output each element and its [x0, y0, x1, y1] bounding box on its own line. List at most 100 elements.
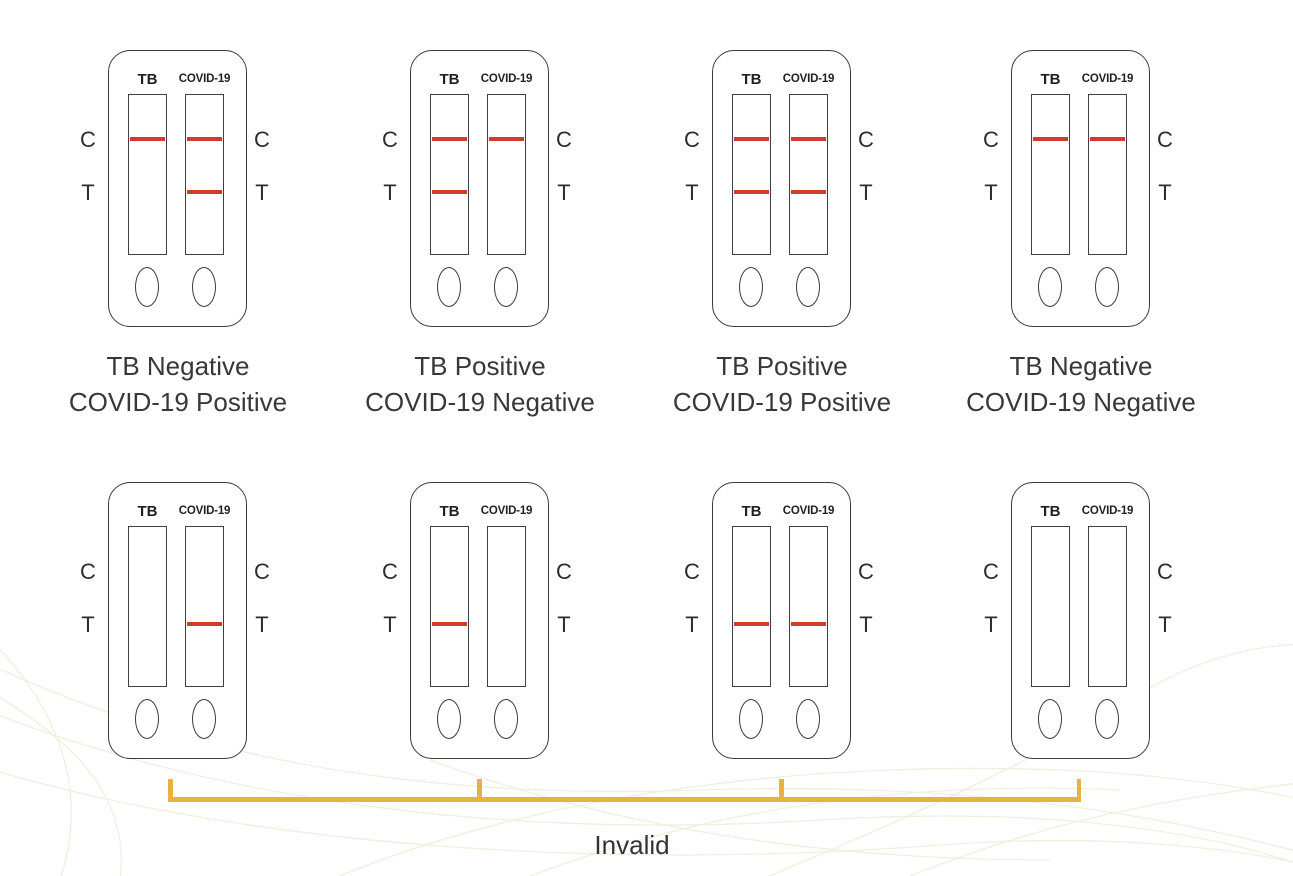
covid-sample-well-oval	[796, 267, 820, 307]
covid-sample-well-oval	[192, 699, 216, 739]
tb-test-line	[734, 190, 769, 194]
control-line-label-right: C	[556, 127, 572, 152]
tb-sample-well-oval	[437, 699, 461, 739]
test-line-label-right: T	[1158, 180, 1172, 205]
test-line-label-right: T	[255, 180, 269, 205]
tb-sample-well-oval	[437, 267, 461, 307]
tb-strip-window	[732, 526, 771, 687]
test-line-label-left: T	[685, 612, 699, 637]
invalid-group-bracket-bar	[168, 797, 1081, 802]
covid-strip-title: COVID-19	[178, 73, 231, 85]
test-line-label-left: T	[984, 612, 998, 637]
invalid-group-bracket-tick	[779, 779, 784, 798]
tb-sample-well-oval	[1038, 699, 1062, 739]
control-line-label-right: C	[254, 127, 270, 152]
covid-test-line	[187, 622, 222, 626]
covid-sample-well-oval	[1095, 267, 1119, 307]
control-line-label-left: C	[684, 559, 700, 584]
tb-strip-title: TB	[1040, 503, 1061, 520]
tb-strip-window	[128, 94, 167, 255]
tb-test-line	[432, 190, 467, 194]
test-line-label-left: T	[383, 612, 397, 637]
control-line-label-left: C	[80, 127, 96, 152]
test-line-label-left: T	[383, 180, 397, 205]
tb-sample-well-oval	[135, 267, 159, 307]
cassette-invalid-covid-t-only: TB COVID-19 C T C T	[80, 482, 270, 759]
tb-strip-title: TB	[1040, 71, 1061, 88]
cassette-tb-negative-covid-positive: TB COVID-19 C T C T TB Negative COVID-19…	[69, 50, 287, 417]
control-line-label-left: C	[684, 127, 700, 152]
tb-strip-title: TB	[741, 503, 762, 520]
result-caption: TB Negative COVID-19 Positive	[28, 348, 328, 420]
covid-control-line	[791, 137, 826, 141]
control-line-label-right: C	[858, 559, 874, 584]
tb-control-line	[1033, 137, 1068, 141]
tb-strip-window	[1031, 526, 1070, 687]
tb-strip-title: TB	[137, 71, 158, 88]
result-caption-line2: COVID-19 Negative	[966, 387, 1196, 417]
covid-control-line	[489, 137, 524, 141]
result-caption: TB Positive COVID-19 Positive	[632, 348, 932, 420]
result-caption-line2: COVID-19 Negative	[365, 387, 595, 417]
tb-control-line	[432, 137, 467, 141]
control-line-label-right: C	[556, 559, 572, 584]
tb-strip-title: TB	[439, 503, 460, 520]
cassette-tb-positive-covid-negative: TB COVID-19 C T C T TB Positive COVID-19…	[365, 50, 595, 417]
tb-test-line	[432, 622, 467, 626]
test-line-label-left: T	[685, 180, 699, 205]
test-line-label-left: T	[81, 180, 95, 205]
cassette-invalid-no-lines: TB COVID-19 C T C T	[983, 482, 1173, 759]
tb-strip-window	[430, 526, 469, 687]
covid-strip-title: COVID-19	[782, 73, 835, 85]
covid-strip-window	[789, 94, 828, 255]
tb-strip-window	[430, 94, 469, 255]
control-line-label-left: C	[382, 559, 398, 584]
result-caption-line1: TB Positive	[716, 351, 848, 381]
covid-strip-title: COVID-19	[782, 505, 835, 517]
control-line-label-right: C	[254, 559, 270, 584]
tb-sample-well-oval	[739, 699, 763, 739]
tb-test-line	[734, 622, 769, 626]
control-line-label-left: C	[983, 559, 999, 584]
covid-sample-well-oval	[1095, 699, 1119, 739]
result-caption-line1: TB Positive	[414, 351, 546, 381]
covid-test-line	[187, 190, 222, 194]
invalid-group-bracket-tick	[477, 779, 482, 798]
control-line-label-left: C	[983, 127, 999, 152]
covid-strip-window	[487, 526, 526, 687]
covid-sample-well-oval	[494, 699, 518, 739]
control-line-label-right: C	[858, 127, 874, 152]
cassette-tb-negative-covid-negative: TB COVID-19 C T C T TB Negative COVID-19…	[966, 50, 1196, 417]
covid-sample-well-oval	[192, 267, 216, 307]
covid-strip-title: COVID-19	[480, 73, 533, 85]
covid-strip-title: COVID-19	[178, 505, 231, 517]
tb-sample-well-oval	[739, 267, 763, 307]
covid-strip-window	[487, 94, 526, 255]
tb-strip-window	[1031, 94, 1070, 255]
tb-strip-title: TB	[137, 503, 158, 520]
result-caption-line1: TB Negative	[1009, 351, 1153, 381]
covid-control-line	[1090, 137, 1125, 141]
test-line-label-left: T	[984, 180, 998, 205]
test-line-label-right: T	[1158, 612, 1172, 637]
tb-strip-title: TB	[741, 71, 762, 88]
invalid-group-bracket-tick	[168, 779, 173, 798]
test-line-label-right: T	[859, 612, 873, 637]
covid-test-line	[791, 622, 826, 626]
tb-sample-well-oval	[1038, 267, 1062, 307]
result-caption-line2: COVID-19 Positive	[68, 387, 288, 417]
control-line-label-left: C	[382, 127, 398, 152]
covid-strip-title: COVID-19	[1081, 73, 1134, 85]
tb-strip-window	[128, 526, 167, 687]
test-line-label-right: T	[557, 180, 571, 205]
result-caption: TB Negative COVID-19 Negative	[931, 348, 1231, 420]
invalid-group-label: Invalid	[594, 830, 670, 860]
test-line-label-right: T	[557, 612, 571, 637]
test-line-label-right: T	[255, 612, 269, 637]
cassette-tb-positive-covid-positive: TB COVID-19 C T C T TB Positive COVID-19…	[673, 50, 891, 417]
covid-strip-window	[789, 526, 828, 687]
covid-strip-window	[1088, 526, 1127, 687]
result-caption-line1: TB Negative	[106, 351, 250, 381]
covid-sample-well-oval	[796, 699, 820, 739]
